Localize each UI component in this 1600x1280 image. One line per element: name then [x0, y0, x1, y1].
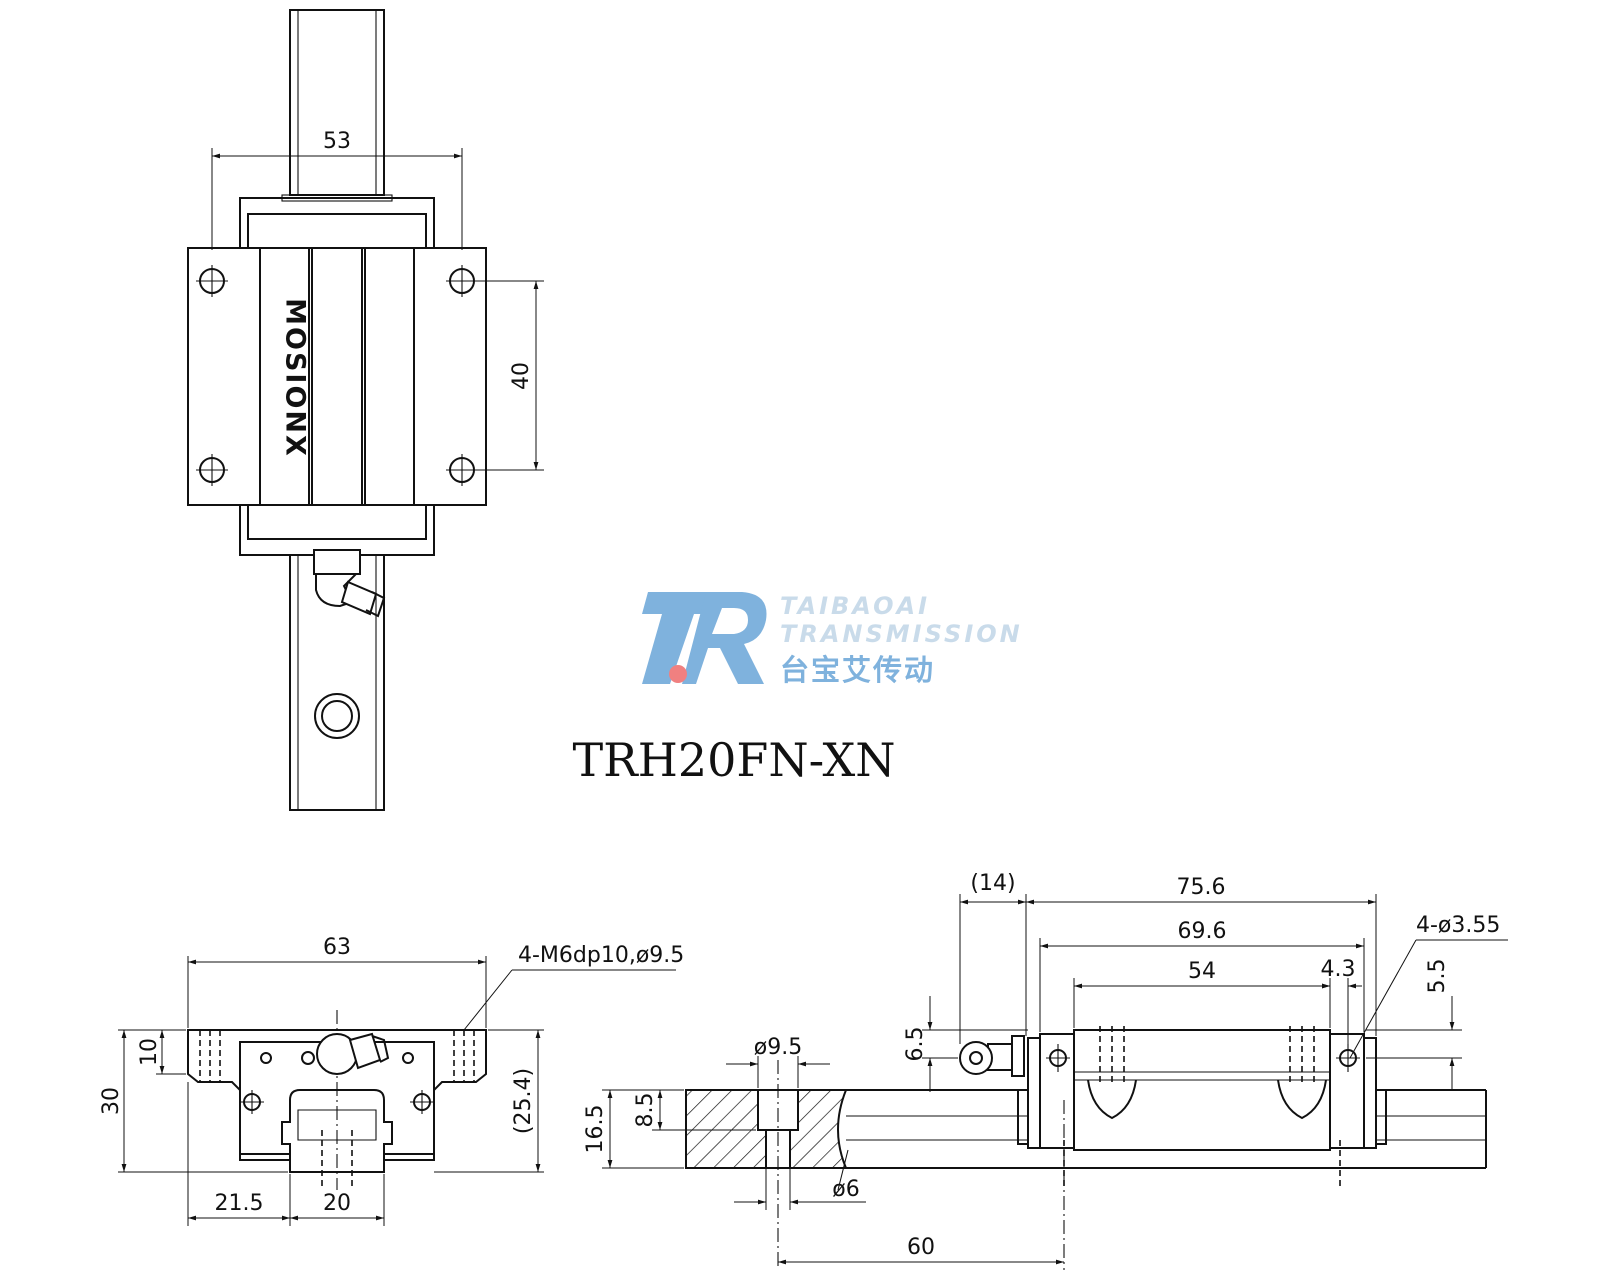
- dim-label-14: (14): [970, 871, 1015, 896]
- dim-rail-16-5: 16.5: [583, 1089, 684, 1169]
- dim-label-cbore: ø9.5: [754, 1035, 802, 1060]
- front-view: 63 4-M6dp10,ø9.5 30 10 (25.4): [99, 935, 684, 1226]
- rail-top-upper: [289, 9, 385, 196]
- dim-label-8-5: 8.5: [633, 1093, 658, 1128]
- callout-thread-text: 4-M6dp10,ø9.5: [518, 943, 684, 968]
- dim-nipple-6-5: 6.5: [903, 996, 1028, 1092]
- dim-body-69-6: 69.6: [1039, 919, 1365, 1032]
- dim-body-height: (25.4): [434, 1029, 544, 1173]
- dim-width-53: 53: [211, 129, 463, 250]
- mount-hole-tl: [196, 265, 228, 297]
- dim-label-54: 54: [1188, 959, 1216, 984]
- rail-hole: [314, 693, 360, 739]
- grease-nipple-front-view: [316, 1032, 390, 1075]
- watermark-logo: TAIBAOAI TRANSMISSION 台宝艾传动: [642, 592, 1023, 687]
- dim-height-30: 30: [99, 1029, 288, 1173]
- dim-spacing-54: 54: [1073, 959, 1331, 1028]
- watermark-line1: TAIBAOAI: [780, 592, 930, 620]
- carriage-side-body: [1073, 1029, 1331, 1151]
- dim-label-53: 53: [323, 129, 351, 154]
- dim-depth-8-5: 8.5: [633, 1090, 756, 1131]
- dim-nipple-14: (14): [959, 871, 1027, 1044]
- watermark-dot: [669, 665, 687, 683]
- dim-label-30: 30: [99, 1087, 124, 1115]
- dim-label-5-5: 5.5: [1425, 959, 1450, 994]
- end-seal-left: [1039, 1033, 1075, 1149]
- grease-nipple-side-view: [959, 1035, 1025, 1077]
- dim-label-25-4: (25.4): [511, 1068, 536, 1134]
- dim-bottom-offsets: 21.5 20: [187, 1082, 385, 1226]
- end-seal-right: [1329, 1033, 1365, 1149]
- dim-label-6-5: 6.5: [903, 1027, 928, 1062]
- dim-hole-6: ø6: [734, 1149, 866, 1205]
- watermark-line2: TRANSMISSION: [780, 620, 1023, 648]
- brand-logo-text: MOSIONX: [280, 298, 311, 458]
- dim-edge-4-3: 4.3: [1316, 957, 1362, 1044]
- dim-cbore-9-5: ø9.5: [726, 1035, 830, 1088]
- model-title: TRH20FN-XN: [572, 733, 895, 787]
- watermark-t-shape: [642, 592, 712, 684]
- dim-label-75-6: 75.6: [1177, 875, 1226, 900]
- carriage-body: [187, 247, 487, 506]
- dim-vertical-5-5: 5.5: [1366, 959, 1462, 1090]
- dim-label-69-6: 69.6: [1178, 919, 1227, 944]
- mount-hole-br: [446, 454, 478, 486]
- dim-label-40: 40: [509, 362, 534, 390]
- top-view: MOSIONX 53 40: [187, 9, 544, 811]
- callout-thread: 4-M6dp10,ø9.5: [463, 943, 684, 1031]
- mount-hole-bl: [196, 454, 228, 486]
- dim-label-hole: ø6: [832, 1177, 859, 1202]
- dim-label-4-3: 4.3: [1321, 957, 1356, 982]
- dim-label-10: 10: [137, 1038, 162, 1066]
- dim-width-63: 63: [187, 935, 487, 1028]
- grease-nipple-top-view: [313, 549, 386, 618]
- watermark-r-shape: [682, 592, 767, 684]
- dim-overall-75-6: 75.6: [1026, 875, 1377, 1036]
- dim-label-60: 60: [907, 1235, 935, 1260]
- callout-hole: 4-ø3.55: [1349, 913, 1508, 1059]
- dim-pitch-40: 40: [478, 280, 544, 471]
- mount-hole-tr: [446, 265, 478, 297]
- watermark-line3: 台宝艾传动: [780, 653, 935, 687]
- dim-flange-10: 10: [137, 1030, 186, 1075]
- dim-label-20: 20: [323, 1191, 351, 1216]
- dim-pitch-60: 60: [778, 1235, 1064, 1265]
- dim-label-63: 63: [323, 935, 351, 960]
- side-view: (14) 75.6 69.6 54 4.3: [583, 871, 1508, 1270]
- dim-label-16-5: 16.5: [583, 1105, 608, 1154]
- dim-label-21-5: 21.5: [215, 1191, 264, 1216]
- callout-hole-text: 4-ø3.55: [1416, 913, 1500, 938]
